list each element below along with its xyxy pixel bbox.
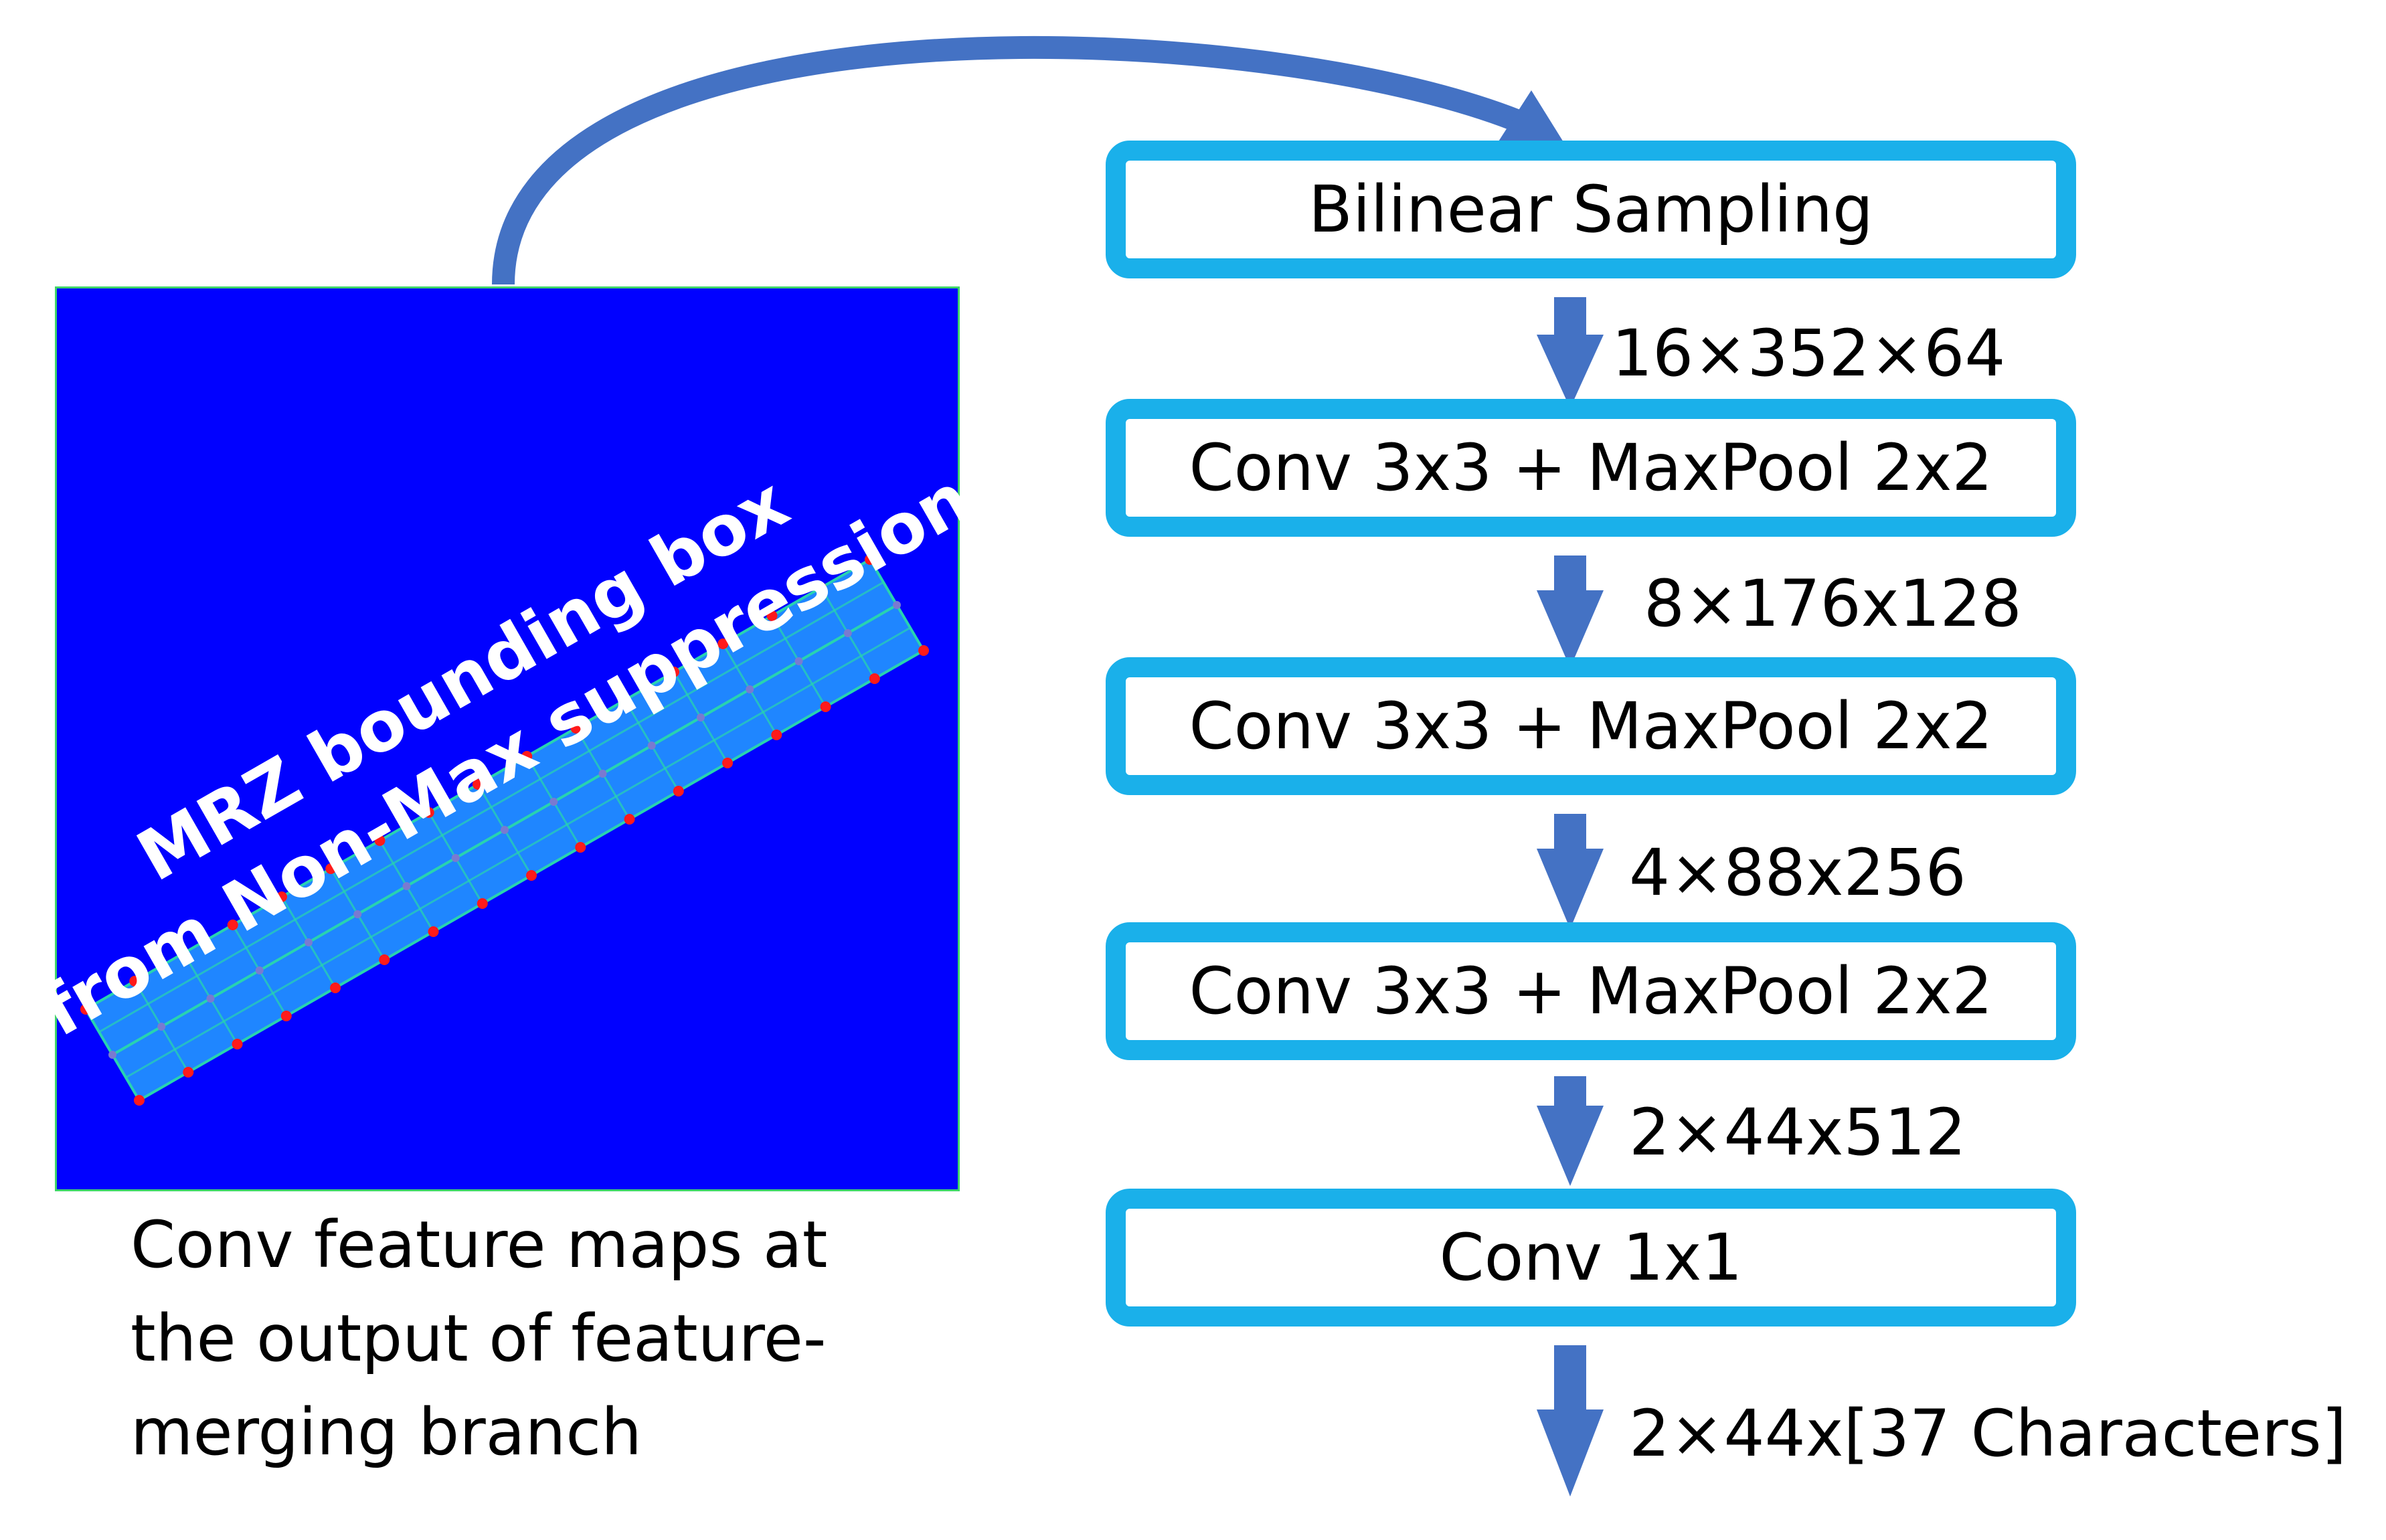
bbox-point: [619, 695, 630, 705]
bbox-point: [843, 629, 852, 637]
bbox-point: [353, 910, 362, 918]
bbox-point: [865, 554, 875, 565]
bbox-point: [746, 685, 754, 693]
flow-arrow: [1537, 297, 1604, 408]
bbox-label-line2: from Non-Max suppression: [27, 457, 984, 1053]
block-conv-maxpool-1: Conv 3x3 + MaxPool 2x2: [1106, 399, 2076, 537]
block-conv-maxpool-3: Conv 3x3 + MaxPool 2x2: [1106, 922, 2076, 1060]
flow-arrows: [1537, 297, 1604, 1496]
bbox-point: [766, 610, 778, 621]
dim-label-1: 16×352×64: [1612, 316, 2006, 391]
bbox-point: [157, 1023, 166, 1031]
mrz-bounding-box: [80, 554, 929, 1106]
caption-line: merging branch: [131, 1395, 642, 1470]
bbox-point: [178, 948, 189, 958]
bbox-point: [129, 976, 141, 987]
bbox-points: [80, 554, 929, 1106]
bbox-point: [206, 995, 215, 1003]
bbox-point: [815, 582, 827, 593]
dim-label-2: 8×176x128: [1644, 566, 2022, 641]
curved-connector-arrow: [492, 35, 1537, 285]
bbox-point: [820, 701, 831, 712]
bbox-point: [379, 954, 390, 965]
block-conv-maxpool-2: Conv 3x3 + MaxPool 2x2: [1106, 657, 2076, 795]
bbox-point: [134, 1095, 145, 1106]
bbox-point: [305, 938, 313, 946]
bbox-point: [473, 779, 483, 790]
bbox-point: [526, 870, 537, 881]
block-conv-1x1: Conv 1x1: [1106, 1189, 2076, 1327]
bbox-point: [501, 826, 509, 834]
bbox-point: [428, 926, 439, 937]
bbox-point: [669, 667, 679, 677]
bbox-point: [893, 601, 901, 609]
bbox-point: [717, 638, 729, 649]
curved-arrowhead: [1494, 90, 1569, 151]
bbox-point: [598, 770, 607, 778]
bbox-point: [771, 730, 782, 740]
bbox-point: [183, 1067, 194, 1078]
bbox-label: MRZ bounding box from Non-Max suppressio…: [27, 457, 984, 1053]
feature-map-caption: Conv feature maps at the output of featu…: [131, 1198, 967, 1479]
flow-arrow: [1537, 555, 1604, 668]
bbox-point: [423, 807, 434, 818]
bbox-point: [697, 713, 705, 721]
bbox-point: [918, 645, 929, 656]
bbox-point: [330, 982, 341, 993]
flow-arrow: [1537, 1345, 1604, 1496]
caption-line: the output of feature-: [131, 1301, 827, 1376]
flow-arrow: [1537, 814, 1604, 929]
dim-label-4: 2×44x512: [1629, 1095, 1966, 1170]
caption-line: Conv feature maps at: [131, 1207, 828, 1282]
bbox-point: [108, 1051, 116, 1059]
dim-label-3: 4×88x256: [1629, 835, 1966, 910]
bbox-point: [647, 742, 656, 750]
bbox-point: [227, 920, 238, 930]
bbox-point: [722, 758, 733, 768]
block-bilinear-sampling: Bilinear Sampling: [1106, 141, 2076, 278]
bbox-point: [374, 835, 386, 846]
bbox-point: [451, 854, 460, 862]
bbox-point: [575, 842, 586, 853]
bbox-point: [869, 673, 880, 684]
bbox-point: [325, 863, 337, 874]
flow-arrow: [1537, 1076, 1604, 1186]
bbox-point: [477, 898, 488, 909]
bbox-point: [255, 966, 264, 974]
bbox-point: [276, 891, 287, 902]
dim-label-5: 2×44x[37 Characters]: [1629, 1396, 2347, 1471]
bbox-point: [402, 882, 411, 890]
bbox-point: [794, 657, 803, 665]
bbox-point: [570, 723, 582, 734]
bbox-point: [232, 1039, 243, 1049]
bbox-point: [624, 814, 635, 825]
bbox-point: [549, 798, 558, 806]
bbox-point: [80, 1004, 91, 1015]
bbox-point: [673, 786, 684, 796]
bbox-point: [280, 1011, 292, 1021]
bbox-point: [521, 751, 533, 762]
